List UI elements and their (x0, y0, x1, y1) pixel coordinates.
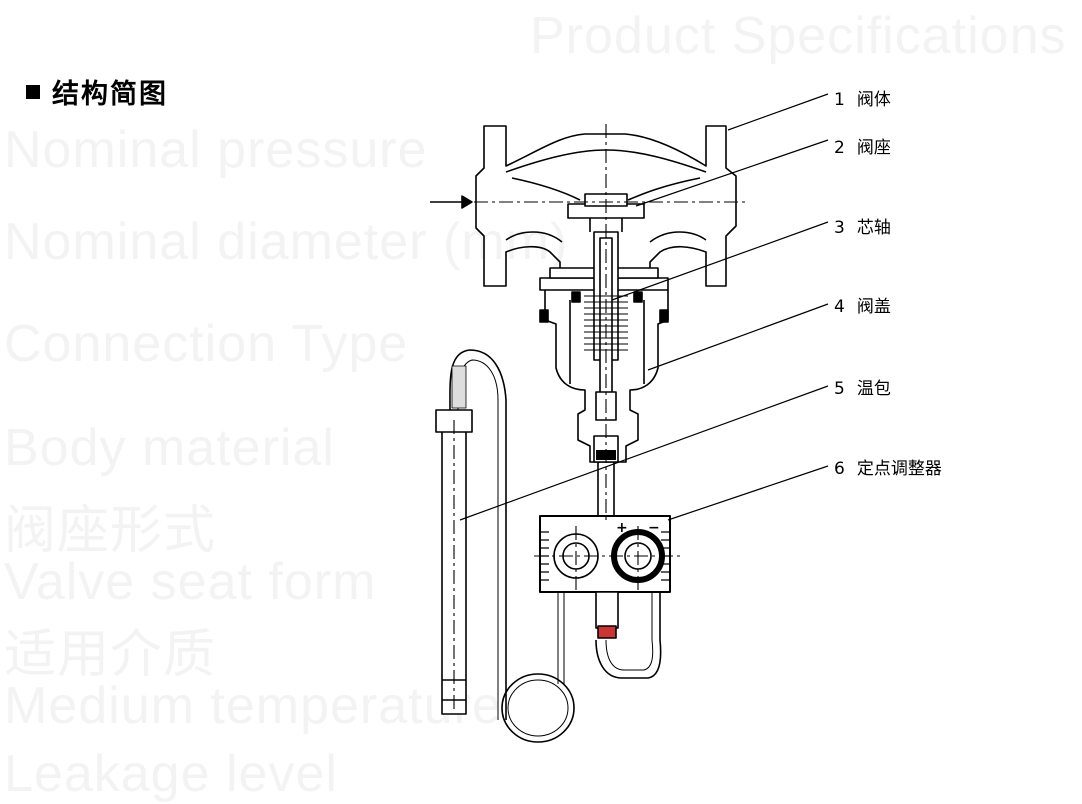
part-name: 阀体 (856, 90, 891, 110)
ghost-text-5: Body material (4, 419, 335, 477)
ghost-text-8: 适用介质 (4, 626, 217, 684)
ghost-text-4: Connection Type (4, 315, 409, 373)
part-name: 定点调整器 (856, 459, 942, 479)
part-number: 4 (834, 297, 845, 317)
part-label-3: 3 芯轴 (834, 213, 891, 238)
leader-lines (459, 93, 829, 521)
ghost-text-1: Product Specifications (530, 7, 1067, 65)
section-heading: 结构简图 (26, 72, 168, 111)
part-name: 芯轴 (856, 218, 891, 238)
bullet-square-icon (26, 84, 40, 99)
ghost-text-9: Medium temperature (4, 677, 502, 735)
minus-sign: − (648, 520, 660, 536)
part-label-2: 2 阀座 (834, 133, 891, 158)
ghost-text-6: 阀座形式 (4, 502, 217, 560)
part-name: 温包 (856, 379, 891, 399)
part-label-5: 5 温包 (834, 374, 891, 399)
section-title: 结构简图 (52, 79, 168, 110)
part-label-1: 1 阀体 (834, 85, 891, 110)
plus-sign: + (616, 520, 628, 536)
part-label-6: 6 定点调整器 (834, 454, 942, 479)
ghost-text-2: Nominal pressure (4, 121, 428, 179)
part-number: 5 (834, 379, 845, 399)
part-name: 阀盖 (856, 297, 891, 317)
ghost-text-10: Leakage level (4, 745, 338, 803)
center-lines (453, 124, 746, 712)
part-number: 3 (834, 218, 845, 238)
setpoint-adjuster (539, 515, 671, 679)
ghost-text-3: Nominal diameter (mm) (4, 213, 569, 271)
flow-arrow-icon (430, 195, 473, 209)
part-number: 2 (834, 138, 845, 158)
part-number: 6 (834, 459, 845, 479)
ghost-text-7: Valve seat form (4, 553, 377, 611)
part-name: 阀座 (856, 138, 891, 158)
part-number: 1 (834, 90, 845, 110)
part-label-4: 4 阀盖 (834, 292, 891, 317)
